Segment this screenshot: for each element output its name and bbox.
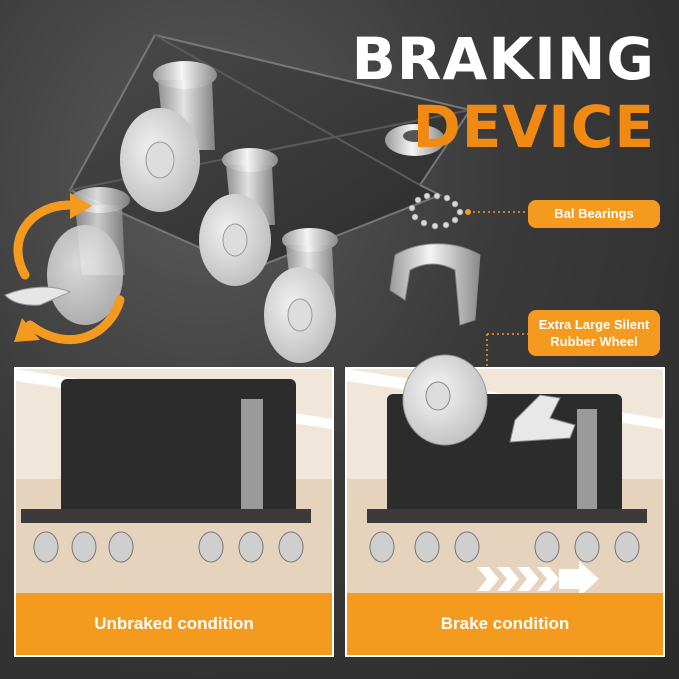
mounting-ring: [385, 124, 445, 156]
motion-arrow-icon: [477, 561, 599, 597]
exploded-rubber-wheel: [402, 354, 576, 446]
caster-wheel: [4, 187, 130, 325]
caster-wheel: [199, 148, 278, 286]
caster-plate-illustration: [4, 33, 528, 380]
title-device: DEVICE: [412, 93, 655, 161]
bearings-callout: Bal Bearings: [528, 200, 660, 228]
caster-wheel: [264, 228, 338, 363]
caster-wheel: [120, 61, 217, 212]
braked-panel: Brake condition: [345, 367, 665, 657]
fork-bracket: [389, 243, 481, 326]
title-braking: BRAKING: [351, 25, 655, 93]
braked-label: Brake condition: [347, 593, 663, 655]
ball-bearings: [408, 192, 464, 230]
rotation-arrow-icon: [13, 200, 75, 280]
unbraked-label: Unbraked condition: [16, 593, 332, 655]
wheel-callout: Extra Large Silent Rubber Wheel: [528, 310, 660, 356]
unbraked-panel: Unbraked condition: [14, 367, 334, 657]
rotation-arrow-icon: [25, 295, 125, 345]
